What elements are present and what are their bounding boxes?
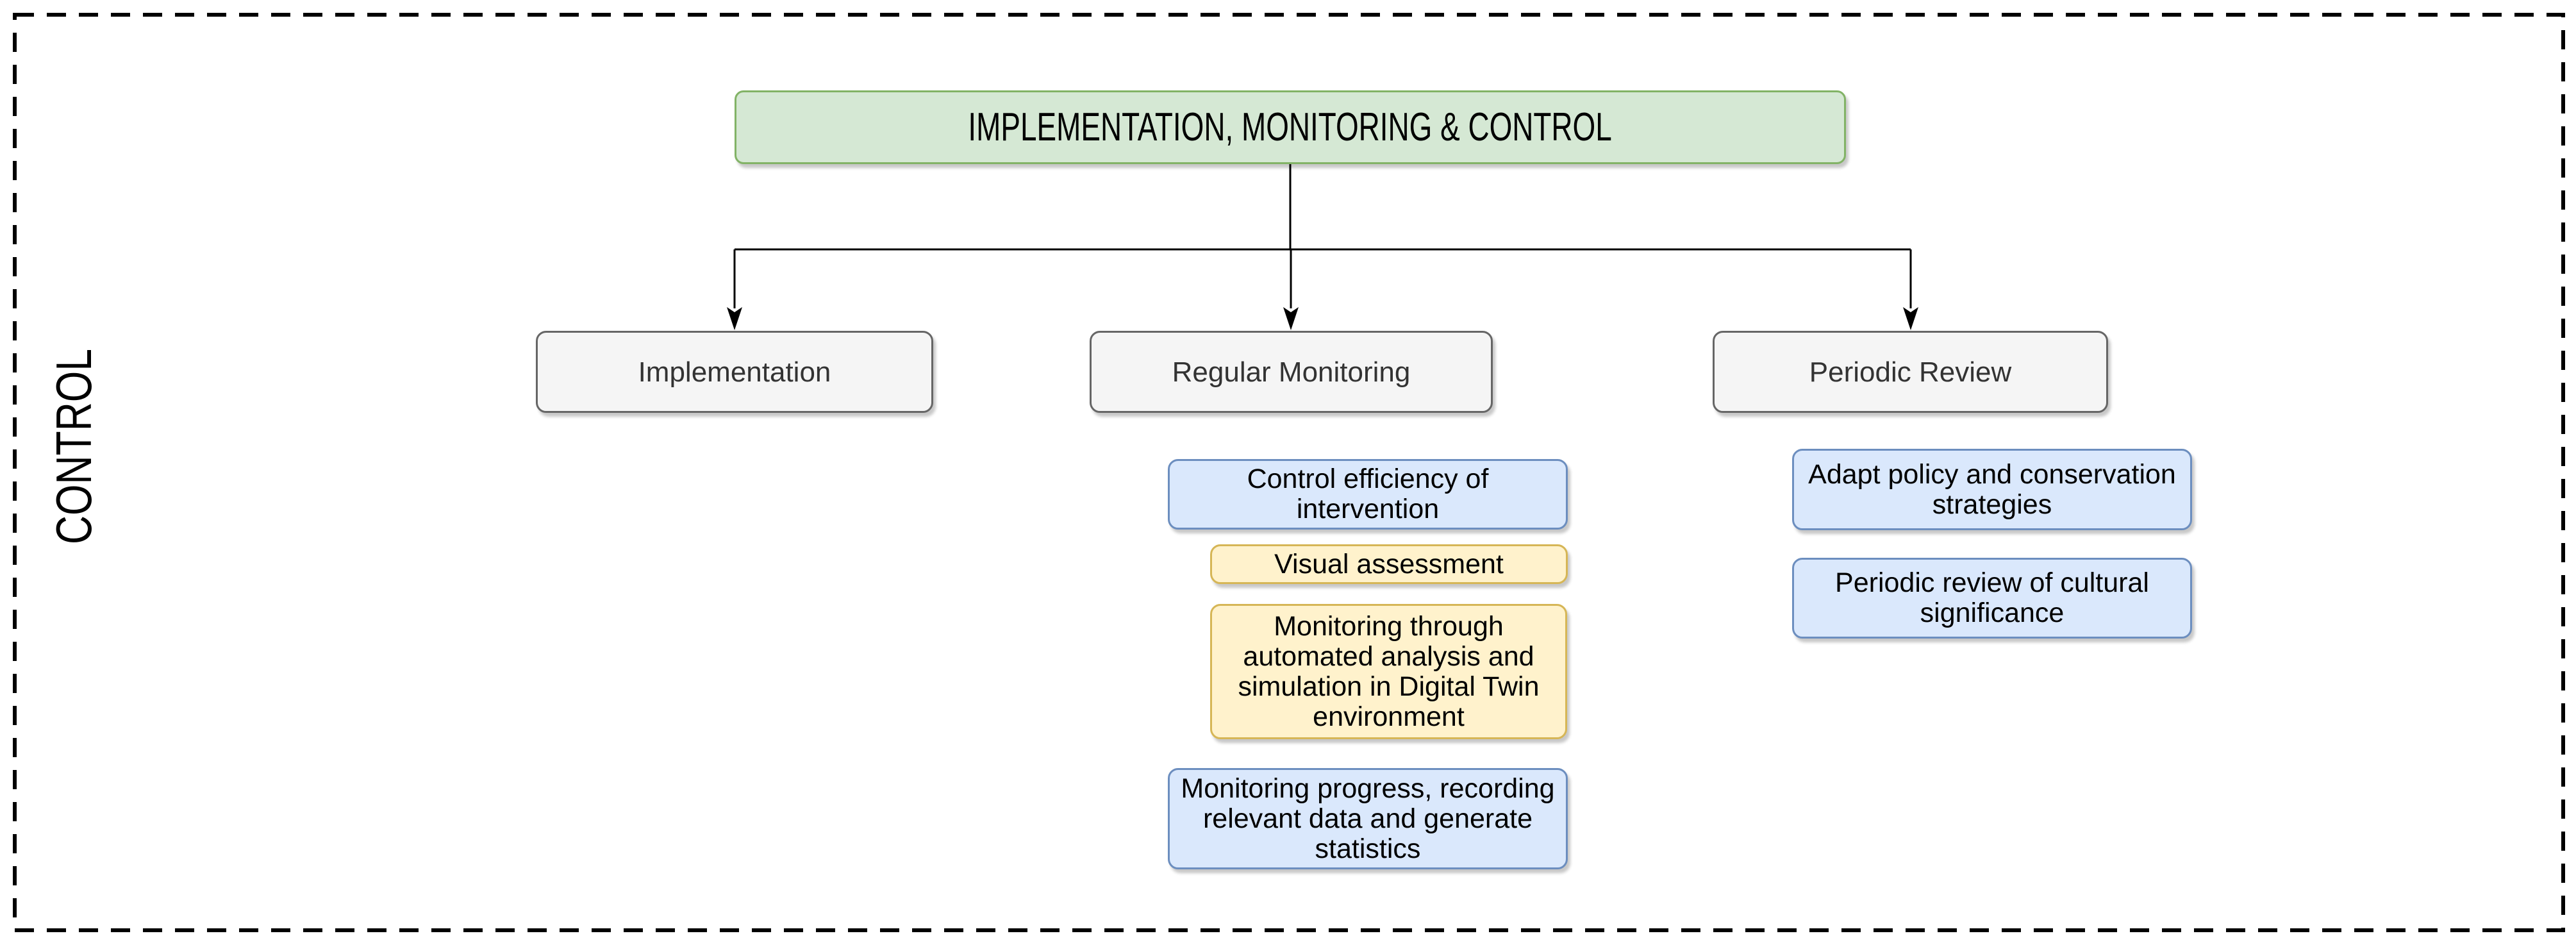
- node-task-periodic-review-cultural: Periodic review of cultural significance: [1792, 558, 2192, 639]
- task-label: Monitoring through automated analysis an…: [1238, 610, 1540, 732]
- node-task-visual-assessment: Visual assessment: [1210, 544, 1568, 584]
- stage-label: Implementation: [638, 356, 831, 388]
- frame-label-text: CONTROL: [46, 348, 103, 544]
- connector-lines: [733, 164, 1912, 308]
- stage-label: Periodic Review: [1809, 356, 2012, 388]
- arrowhead-periodic-review-icon: [1903, 307, 1918, 330]
- title-label: IMPLEMENTATION, MONITORING & CONTROL: [968, 105, 1613, 149]
- node-stage-regular-monitoring: Regular Monitoring: [1090, 331, 1493, 413]
- task-label: Control efficiency of intervention: [1247, 464, 1489, 524]
- task-label: Periodic review of cultural significance: [1835, 567, 2149, 628]
- task-label: Visual assessment: [1274, 548, 1504, 580]
- node-task-monitoring-progress: Monitoring progress, recording relevant …: [1168, 768, 1568, 869]
- task-label: Monitoring progress, recording relevant …: [1181, 773, 1555, 864]
- arrowhead-regular-monitoring-icon: [1283, 307, 1299, 330]
- arrowhead-implementation-icon: [727, 307, 742, 330]
- node-stage-periodic-review: Periodic Review: [1713, 331, 2108, 413]
- node-task-control-efficiency: Control efficiency of intervention: [1168, 459, 1568, 530]
- node-task-adapt-policy: Adapt policy and conservation strategies: [1792, 449, 2192, 530]
- task-label: Adapt policy and conservation strategies: [1808, 458, 2176, 520]
- node-task-digital-twin-monitoring: Monitoring through automated analysis an…: [1210, 604, 1567, 739]
- node-stage-implementation: Implementation: [536, 331, 933, 413]
- stage-label: Regular Monitoring: [1172, 356, 1411, 388]
- node-title-implementation-monitoring-control: IMPLEMENTATION, MONITORING & CONTROL: [735, 90, 1846, 164]
